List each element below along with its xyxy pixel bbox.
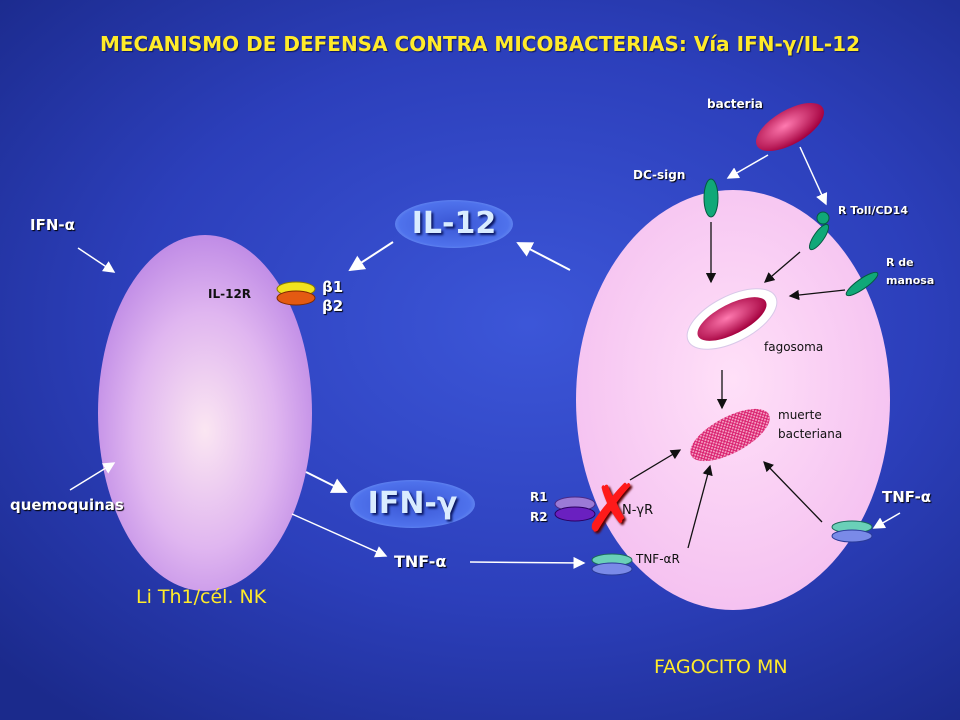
- arrow-tnfr-right-to-death: [763, 461, 823, 523]
- arrow-ifngr-to-death: [629, 449, 682, 481]
- dead-bacteria: [690, 408, 770, 462]
- arrow-bacteria-to-toll: [799, 146, 828, 206]
- death-label-line1: muerte: [778, 408, 822, 422]
- arrow-phagocyte-to-il12: [516, 242, 571, 271]
- tnfr-bottom: [591, 562, 633, 576]
- tnfr-label: TNF-αR: [636, 552, 680, 566]
- ifn-alpha-label: IFN-α: [30, 216, 75, 234]
- il12-cytokine: IL-12: [395, 200, 513, 248]
- ifngr-r2: [554, 506, 596, 522]
- dc-sign-receptor: [703, 178, 719, 218]
- arrow-tnfa-right-to-receptor: [872, 512, 901, 529]
- left-cell-caption: Li Th1/cél. NK: [136, 586, 267, 608]
- bacteria-shape: [756, 102, 824, 152]
- tnf-alpha-right-label: TNF-α: [882, 488, 932, 506]
- il12r-beta2-subunit: [276, 290, 316, 306]
- right-cell-caption: FAGOCITO MN: [654, 656, 788, 678]
- phagosome-bacteria: [697, 297, 767, 341]
- mannose-label-line2: manosa: [886, 274, 935, 287]
- block-cross-icon: ✗: [584, 470, 640, 547]
- arrow-mannose-to-phagosome: [788, 289, 846, 301]
- phagocyte-cell: [576, 190, 890, 610]
- arrow-ifna-to-cell: [77, 247, 116, 273]
- arrow-chemokines-to-cell: [69, 462, 116, 491]
- r2-label: R2: [530, 510, 548, 524]
- bacteria-label: bacteria: [707, 97, 763, 111]
- arrow-cell-to-ifng: [305, 471, 348, 493]
- ifngr-label: N-γR: [622, 503, 654, 518]
- lymphocyte-cell: [98, 235, 312, 591]
- tnf-alpha-cytokine: TNF-α: [394, 552, 447, 571]
- mannose-label-line1: R de: [886, 256, 914, 269]
- toll-receptor-body: [808, 223, 830, 251]
- phagosome-label: fagosoma: [764, 340, 824, 354]
- beta1-label: β1: [322, 278, 344, 296]
- death-label-line2: bacteriana: [778, 427, 843, 441]
- arrow-tnfa-to-receptor: [469, 556, 586, 569]
- arrow-bacteria-to-dcsign: [726, 154, 769, 179]
- dc-sign-label: DC-sign: [633, 168, 686, 182]
- arrow-toll-to-phagosome: [764, 251, 801, 283]
- chemokines-label: quemoquinas: [10, 496, 124, 514]
- slide-title: MECANISMO DE DEFENSA CONTRA MICOBACTERIA…: [99, 32, 861, 56]
- arrow-cell-to-tnfa: [291, 513, 388, 558]
- mannose-receptor: [845, 271, 879, 297]
- beta2-label: β2: [322, 297, 344, 315]
- r1-label: R1: [530, 490, 548, 504]
- arrow-il12-to-receptor: [348, 241, 394, 272]
- arrow-tnfr-to-death: [687, 464, 713, 549]
- toll-label: R Toll/CD14: [838, 204, 908, 217]
- tnfr-right-bottom: [831, 529, 873, 543]
- ifn-gamma-cytokine: IFN-γ: [350, 480, 475, 528]
- il12r-label: IL-12R: [208, 287, 252, 301]
- toll-receptor-head: [816, 211, 830, 225]
